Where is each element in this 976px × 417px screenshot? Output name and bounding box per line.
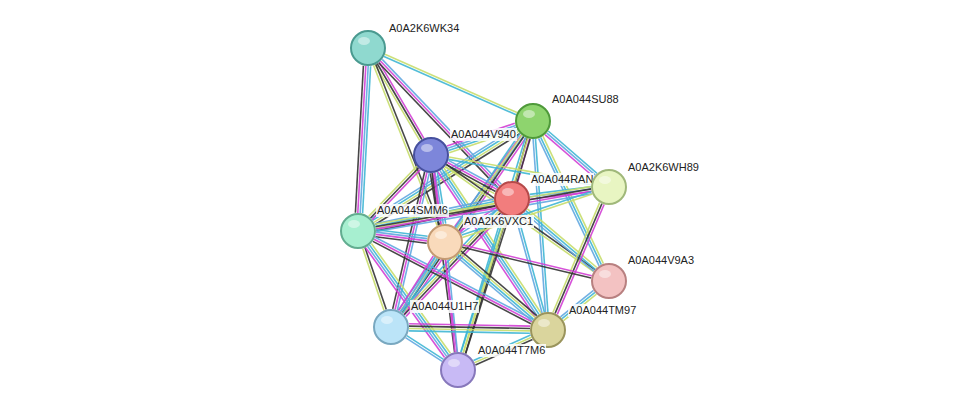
- node-highlight: [523, 110, 535, 118]
- interaction-edge: [409, 324, 530, 334]
- node-label: A0A044V940: [450, 128, 517, 141]
- protein-node: [350, 30, 386, 66]
- evidence-line: [406, 338, 443, 362]
- evidence-line: [379, 63, 498, 188]
- interaction-edge: [462, 245, 592, 278]
- node-label: A0A2K6VXC1: [463, 215, 534, 228]
- evidence-line: [462, 247, 591, 278]
- evidence-line: [380, 61, 499, 186]
- node-label: A0A044V9A3: [627, 254, 695, 267]
- node-label: A0A2K6WH89: [627, 161, 700, 174]
- node-highlight: [502, 188, 514, 196]
- interaction-edge: [553, 203, 604, 315]
- node-highlight: [448, 359, 460, 367]
- interaction-edge: [355, 66, 370, 213]
- evidence-line: [355, 66, 363, 213]
- evidence-line: [557, 205, 604, 315]
- protein-node: [494, 181, 530, 217]
- node-highlight: [599, 270, 611, 278]
- evidence-line: [553, 203, 600, 313]
- protein-node: [373, 309, 409, 345]
- interaction-edge: [545, 131, 597, 177]
- protein-node: [340, 213, 376, 249]
- protein-node: [591, 169, 627, 205]
- evidence-line: [375, 237, 426, 244]
- evidence-line: [463, 245, 592, 276]
- node-highlight: [599, 176, 611, 184]
- node-label: A0A044TM97: [568, 304, 637, 317]
- node-label: A0A044RAN: [530, 173, 594, 186]
- evidence-line: [376, 191, 592, 229]
- evidence-line: [407, 336, 444, 360]
- node-highlight: [348, 220, 360, 228]
- interaction-edge: [375, 187, 592, 232]
- protein-node: [530, 312, 566, 348]
- interaction-edge: [406, 336, 444, 362]
- node-label: A0A044U1H7: [410, 300, 479, 313]
- interaction-edge: [445, 160, 498, 193]
- protein-node: [440, 352, 476, 388]
- protein-node: [413, 137, 449, 173]
- evidence-line: [409, 331, 530, 333]
- node-label: A0A044T7M6: [477, 344, 546, 357]
- evidence-line: [404, 213, 500, 315]
- node-label: A0A044SMM6: [376, 204, 449, 217]
- protein-node: [427, 224, 463, 260]
- node-highlight: [358, 37, 370, 45]
- interaction-edge: [516, 216, 545, 313]
- evidence-line: [526, 211, 596, 270]
- evidence-line: [371, 244, 450, 354]
- protein-node: [591, 263, 627, 299]
- node-label: A0A044SU88: [551, 93, 620, 106]
- node-highlight: [421, 144, 433, 152]
- evidence-line: [555, 204, 602, 314]
- node-highlight: [381, 316, 393, 324]
- node-highlight: [538, 319, 550, 327]
- evidence-line: [449, 128, 517, 151]
- node-highlight: [435, 231, 447, 239]
- evidence-line: [376, 194, 592, 232]
- interaction-edge: [379, 59, 502, 187]
- node-label: A0A2K6WK34: [388, 22, 460, 35]
- protein-node: [515, 103, 551, 139]
